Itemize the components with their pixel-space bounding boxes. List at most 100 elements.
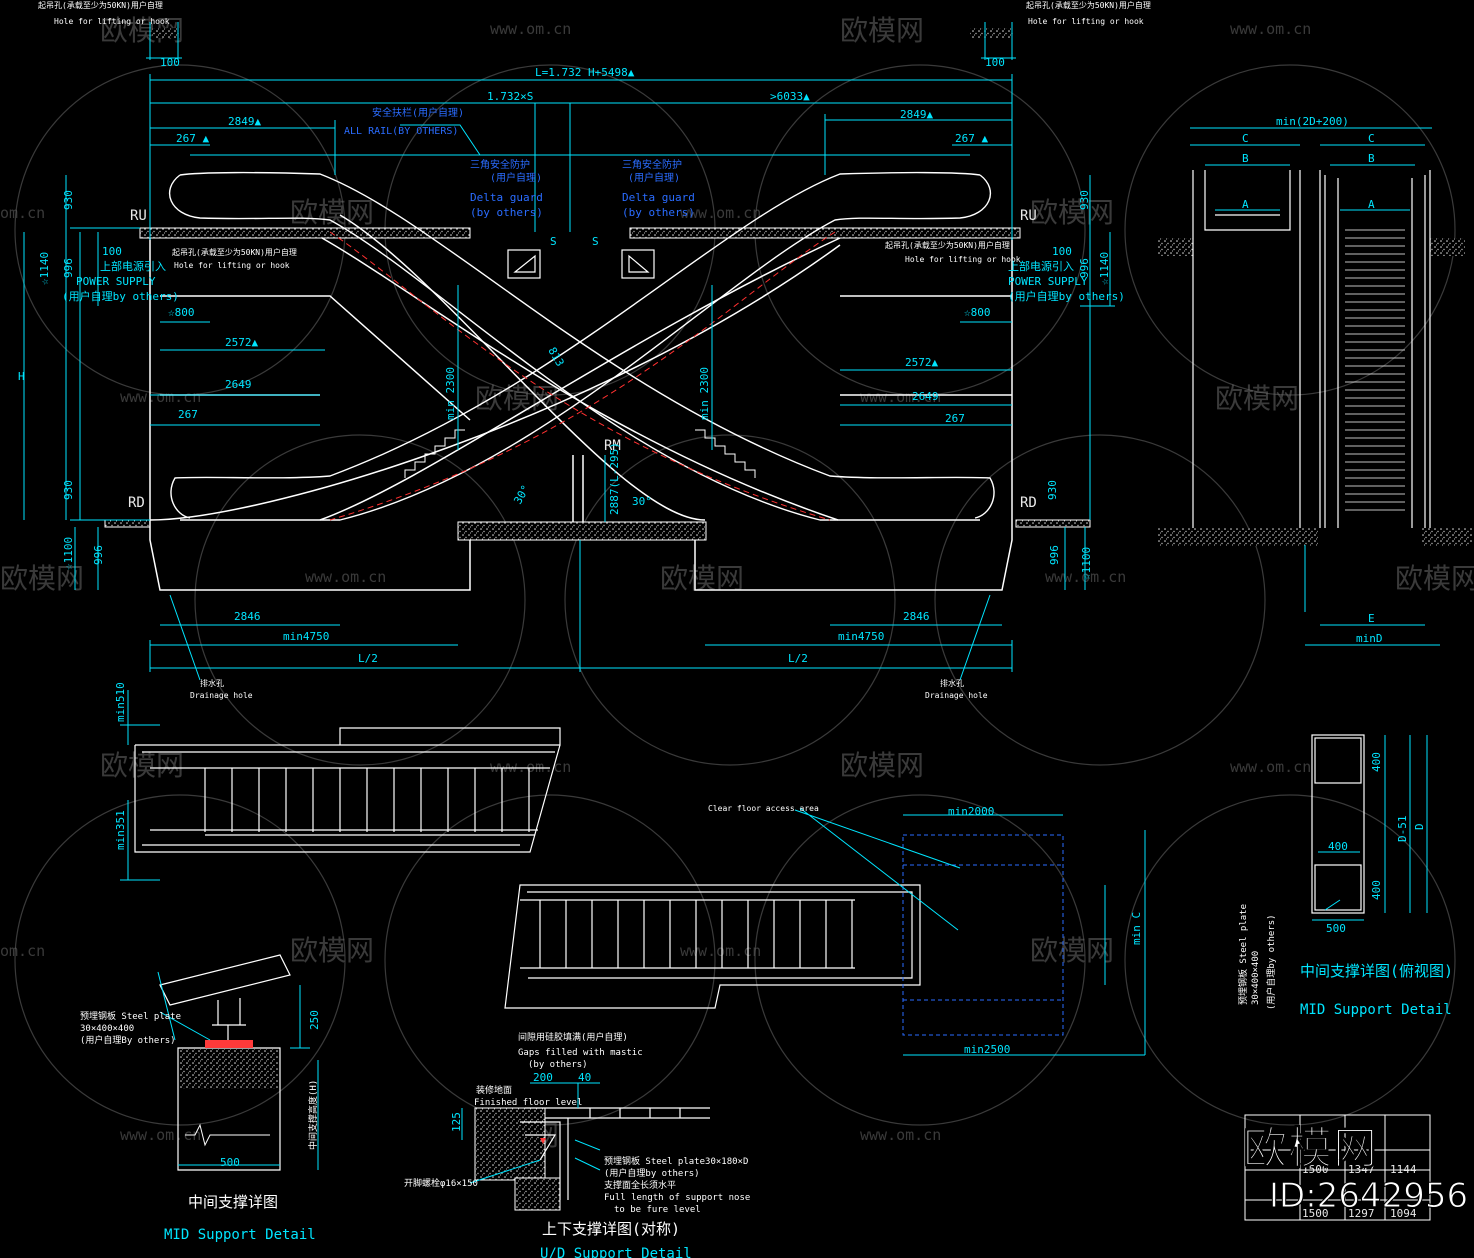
side-dim-mind: minD — [1356, 632, 1383, 645]
side-floor — [1158, 528, 1318, 546]
dim-2572-right: 2572▲ — [905, 356, 938, 369]
watermark-logo: 欧模网 — [1030, 196, 1114, 229]
hole-label: 起吊孔(承载至少为50KN)用户自理 — [885, 240, 1010, 250]
hole-label: Hole for lifting or hook — [905, 255, 1021, 264]
hole-label: Hole for lifting or hook — [54, 17, 170, 26]
dim-min510: min510 — [114, 682, 127, 722]
angle-30: 30° — [511, 483, 532, 507]
dim-996: 996 — [1048, 545, 1061, 565]
mid-support-title: 中间支撑详图 — [188, 1193, 278, 1211]
height-label: 中间支撑高度(H) — [307, 1080, 319, 1150]
brand-watermark: 欧模网 ID:2642956 — [1243, 1112, 1469, 1220]
gaps-label: 间隙用硅胶填满(用户自理) — [518, 1031, 628, 1043]
dim-400: 400 — [1370, 752, 1383, 772]
side-dim-a: A — [1242, 198, 1249, 211]
brand-logo: 欧模网 — [1243, 1123, 1378, 1175]
delta-guard-label: (by others) — [622, 206, 695, 219]
span-label: >6033▲ — [770, 90, 810, 103]
nose-label: 支撑面全长须水平 — [604, 1179, 676, 1191]
break-line — [185, 1123, 270, 1147]
nose-label: to be fure level — [614, 1205, 701, 1215]
top-slab-right — [970, 28, 1014, 38]
dim-930: 930 — [1078, 190, 1091, 210]
delta-guard-label: 三角安全防护 — [470, 158, 530, 171]
handrails — [169, 171, 995, 521]
watermark-url: www.om.cn — [120, 1126, 201, 1144]
main-elevation: L=1.732 H+5498▲ 1.732×S >6033▲ 安全扶栏(用户自理… — [18, 0, 1151, 700]
dim-996: 996 — [1078, 258, 1091, 278]
step-line — [329, 231, 836, 521]
rd-label-left: RD — [128, 495, 145, 511]
ud-plate-label: 预埋钢板 Steel plate30×180×D — [604, 1155, 748, 1167]
upper-slab-right — [629, 227, 1021, 239]
mid-support-detail: 预埋钢板 Steel plate 30×400×400 (用户自理By othe… — [80, 954, 321, 1243]
dim-min2300: min 2300 — [444, 367, 457, 420]
drain-label: 排水孔 — [200, 678, 224, 688]
watermark-url: www.om.cn — [1230, 20, 1311, 38]
side-slab — [1430, 238, 1465, 256]
plate-by-label: (用户自理by others) — [1265, 914, 1277, 1010]
dim-2846-left: 2846 — [234, 610, 261, 623]
power-label: (用户自理by others) — [62, 289, 179, 303]
hole-label: Hole for lifting or hook — [174, 261, 290, 270]
ru-label-left: RU — [130, 208, 147, 224]
watermark-url: www.om.cn — [490, 758, 571, 776]
hole-label: 起吊孔(承载至少为50KN)用户自理 — [38, 0, 163, 10]
delta-guard-label: (用户自理) — [628, 171, 680, 184]
dim-min4750-right: min4750 — [838, 630, 884, 643]
ud-plate-label: (用户自理by others) — [604, 1167, 700, 1179]
ud-support-detail: 间隙用硅胶填满(用户自理) Gaps filled with mastic (b… — [404, 1031, 750, 1258]
gaps-label: Gaps filled with mastic — [518, 1048, 643, 1058]
plate-size-label: 30×400×400 — [1251, 951, 1261, 1005]
hole-label: 起吊孔(承载至少为50KN)用户自理 — [172, 247, 297, 257]
dim-2849-right: 2849▲ — [900, 108, 933, 121]
dim-min351: min351 — [114, 810, 127, 850]
h-label: H — [18, 370, 25, 383]
watermark-url: www.om.cn — [860, 388, 941, 406]
table-cell: 1297 — [1348, 1207, 1375, 1220]
delta-guard-label: 三角安全防护 — [622, 158, 682, 171]
dim-800-left: ☆800 — [168, 306, 195, 319]
dim-930: 930 — [1046, 480, 1059, 500]
power-label: 上部电源引入 — [100, 259, 166, 273]
floor-label: 装修地面 — [476, 1084, 512, 1096]
dim-125: 125 — [450, 1112, 463, 1132]
drain-label: 排水孔 — [940, 678, 964, 688]
dim-2649-left: 2649 — [225, 378, 252, 391]
drain-label: Drainage hole — [190, 691, 253, 700]
mid-slab — [457, 521, 707, 541]
side-view: min(2D+200) C C B B A A E minD — [1158, 115, 1472, 646]
dim-min2000: min2000 — [948, 805, 994, 818]
power-label: (用户自理by others) — [1008, 289, 1125, 303]
ru-label-right: RU — [1020, 208, 1037, 224]
upper-slab-left — [139, 227, 471, 239]
dim-min4750-left: min4750 — [283, 630, 329, 643]
escalator-truss — [149, 214, 1013, 591]
watermark-url: www.om.cn — [305, 568, 386, 586]
table-cell: 1500 — [1302, 1207, 1329, 1220]
total-length-label: L=1.732 H+5498▲ — [535, 66, 635, 79]
power-label: 上部电源引入 — [1008, 259, 1074, 273]
dim-1140: ☆1140 — [1098, 252, 1111, 285]
dim-400: 400 — [1370, 880, 1383, 900]
rd-label-right: RD — [1020, 495, 1037, 511]
dim-2849-left: 2849▲ — [228, 115, 261, 128]
plan-right: Clear floor access area min2000 min2500 … — [504, 804, 1146, 1056]
dim-d: D — [1413, 823, 1426, 830]
dim-813: 813 — [545, 345, 566, 369]
watermark-url: om.cn — [0, 204, 45, 222]
dim-100: 100 — [1052, 245, 1072, 258]
delta-guard-label: Delta guard — [622, 191, 695, 204]
floor-left — [104, 519, 151, 528]
floor-right — [1015, 519, 1091, 528]
watermark-url: www.om.cn — [490, 20, 571, 38]
ud-support-subtitle: U/D Support Detail — [540, 1246, 692, 1258]
ud-support-title: 上下支撑详图(对称) — [542, 1220, 680, 1238]
floor-label: Finished floor level — [474, 1098, 582, 1108]
plate-size-label: 30×400×400 — [80, 1024, 134, 1034]
mid-support-top-view: 400 400 400 500 D-51 D 预埋钢板 Steel plate … — [1237, 734, 1453, 1018]
ud-concrete — [474, 1107, 546, 1181]
side-dim-b: B — [1368, 152, 1375, 165]
dim-1100: ☆1100 — [1080, 547, 1093, 580]
